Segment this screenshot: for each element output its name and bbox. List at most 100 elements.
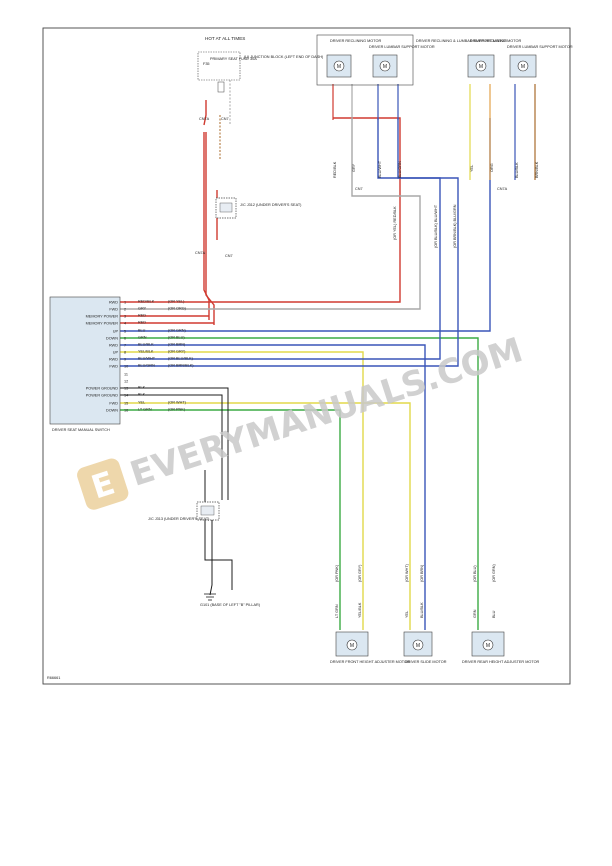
switch-pin-label: UP	[113, 351, 119, 355]
switch-pin-label: RWD	[109, 358, 118, 362]
switch-pin-label: MEMORY POWER	[86, 315, 119, 319]
svg-text:M: M	[416, 643, 420, 649]
switch-pin-number: 11	[124, 373, 128, 377]
switch-pin-number: 12	[124, 380, 128, 384]
switch-pin-number: 13	[124, 387, 128, 391]
reclining-lumbar-group-box	[316, 34, 414, 86]
connector-cn7a-mid: CN7A	[195, 251, 206, 255]
watermark-logo-icon	[77, 458, 129, 510]
connector-cn7a-top: CN7A	[199, 117, 210, 121]
figure-id: R66661	[47, 676, 60, 680]
vertical-wire-label-3: (OR BRN/BLK) BLU/GRN	[453, 204, 457, 248]
switch-pin-number: 14	[124, 394, 128, 398]
hot-at-all-times-label: HOT AT ALL TIMES	[205, 36, 245, 41]
switch-pin-label: MEMORY POWER	[86, 322, 119, 326]
fuse-box	[197, 51, 241, 81]
switch-wire-color: BLK	[138, 386, 146, 390]
reclining-lumbar-group-label: DRIVER RECLINING & LUMBAR SUPPORT MOTOR	[416, 39, 507, 43]
switch-pin-label: POWER GROUND	[86, 387, 119, 391]
svg-text:M: M	[337, 64, 341, 70]
switch-wire-color: YEL	[138, 401, 145, 405]
front-height-motor-label: DRIVER FRONT HEIGHT ADJUSTER MOTOR	[330, 660, 410, 664]
switch-pin-label: RWD	[109, 344, 118, 348]
reclining-motor-right-label: DRIVER RECLINING MOTOR	[470, 39, 521, 43]
bottom-wire-front-b: YEL/BLK	[358, 602, 362, 618]
watermark-text: EVERYMANUALS.COM	[125, 330, 527, 495]
switch-pin-number: 2	[124, 308, 126, 312]
switch-pin-label: DOWN	[106, 337, 118, 341]
switch-pin-label: FWD	[109, 365, 118, 369]
switch-wire-alt-color: (OR ORG)	[168, 307, 187, 311]
connector-cn7-mid: CN7	[225, 254, 233, 258]
reclining-motor-left-label: DRIVER RECLINING MOTOR	[330, 39, 381, 43]
upper-wire-label-3: BLU/WHT	[378, 160, 382, 178]
switch-pin-label: FWD	[109, 402, 118, 406]
switch-pin-number: 4	[124, 322, 126, 326]
upper-wire-label-6: ORG	[490, 163, 494, 172]
switch-pin-number: 9	[124, 358, 126, 362]
bottom-wire-rear-b-alt: (OR GRN)	[492, 564, 496, 582]
slide-motor-icon: M	[403, 631, 433, 657]
upper-wire-label-4: BLU/GRN	[398, 161, 402, 178]
svg-text:M: M	[383, 64, 387, 70]
splice-j313-inner	[200, 505, 215, 516]
switch-pin-number: 8	[124, 351, 126, 355]
bottom-wire-slide-a-alt: (OR WHT)	[405, 563, 409, 582]
svg-text:M: M	[486, 643, 490, 649]
switch-wire-alt-color: (OR YEL)	[168, 300, 185, 304]
fuse-label: PRIMARY SEAT FUSE 30A	[210, 57, 257, 61]
switch-wire-alt-color: (OR GRN)	[168, 329, 186, 333]
switch-pin-label: RWD	[109, 301, 118, 305]
switch-pin-number: 15	[124, 402, 128, 406]
splice-j312-inner	[219, 202, 233, 213]
bottom-wire-rear-a-alt: (OR BLU)	[473, 565, 477, 582]
connector-cn7-top: CN7	[221, 117, 229, 121]
bottom-wire-rear-a: GRN	[473, 609, 477, 618]
upper-wire-label-1: RED/BLK	[333, 161, 337, 178]
switch-wire-color: RED	[138, 321, 146, 325]
switch-wire-color: GRN	[138, 336, 147, 340]
reclining-motor-right-icon: M	[467, 54, 495, 78]
ground-label: G101 (BASE OF LEFT "B" PILLAR)	[200, 603, 261, 607]
upper-wire-label-5: YEL	[470, 165, 474, 172]
switch-pin-label: POWER GROUND	[86, 394, 119, 398]
lumbar-motor-right-label: DRIVER LUMBAR SUPPORT MOTOR	[507, 45, 573, 49]
svg-text:M: M	[479, 64, 483, 70]
vertical-wire-label-1: (OR YEL) RED/BLK	[393, 206, 397, 240]
lumbar-motor-left-icon: M	[372, 54, 398, 78]
upper-wire-label-2: GRY	[352, 163, 356, 172]
rear-height-motor-icon: M	[471, 631, 505, 657]
switch-pin-label: UP	[113, 330, 119, 334]
switch-pin-number: 1	[124, 301, 126, 305]
bottom-wire-slide-b-alt: (OR BRN)	[420, 564, 424, 582]
watermark: E EVERYMANUALS.COM	[77, 330, 528, 510]
switch-wire-color: RED	[138, 314, 146, 318]
switch-wire-alt-color: (OR BLU/BLK)	[168, 357, 194, 361]
switch-pin-number: 16	[124, 409, 128, 413]
switch-pin-number: 3	[124, 315, 126, 319]
bottom-wire-front-a-alt: (OR PNK)	[335, 564, 339, 582]
splice-j312-label: J/C J312 (UNDER DRIVER'S SEAT)	[240, 203, 302, 207]
switch-wire-color: YEL/BLK	[138, 350, 154, 354]
svg-text:M: M	[521, 64, 525, 70]
switch-wire-color: LT GRN	[138, 408, 152, 412]
bottom-wire-front-b-alt: (OR GRY)	[358, 564, 362, 582]
junction-block-label: (U) JUNCTION BLOCK (LEFT END OF DASH)	[244, 55, 324, 59]
connector-cn7-right: CN7	[355, 187, 363, 191]
bottom-wire-front-a: LT GRN	[335, 604, 339, 618]
bottom-wire-slide-a: YEL	[405, 611, 409, 618]
vertical-wire-label-2: (OR BLU/BLK) BLU/WHT	[434, 204, 438, 248]
switch-wire-color: GRY	[138, 307, 147, 311]
fuse-name: F35	[203, 62, 210, 66]
switch-wire-color: BLU	[138, 329, 146, 333]
switch-pin-label: FWD	[109, 308, 118, 312]
bottom-wire-slide-b: BLU/BLK	[420, 602, 424, 618]
switch-wire-color: BLU/WHT	[138, 357, 156, 361]
switch-wire-alt-color: (OR WHT)	[168, 401, 187, 405]
lumbar-motor-left-label: DRIVER LUMBAR SUPPORT MOTOR	[369, 45, 435, 49]
splice-j313-label: J/C J313 (UNDER DRIVER'S SEAT)	[148, 517, 210, 521]
fuse-connector	[217, 81, 225, 93]
slide-motor-label: DRIVER SLIDE MOTOR	[405, 660, 447, 664]
